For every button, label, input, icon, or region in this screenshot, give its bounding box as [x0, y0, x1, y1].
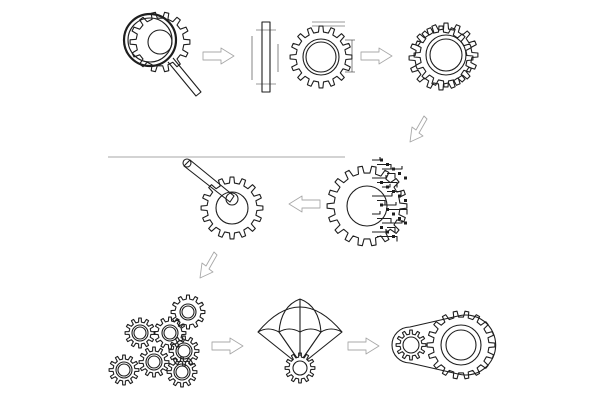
- arrow-left-icon: [288, 195, 321, 213]
- crank-gear-icon: [182, 158, 264, 240]
- arrow-right-icon: [360, 47, 393, 65]
- gear-circuit-icon: [326, 157, 408, 247]
- chain-drive-gear-icon: [391, 310, 497, 380]
- arrow-right-icon: [202, 47, 235, 65]
- arrow-down-left-icon: [409, 115, 428, 143]
- arrow-down-left-icon: [199, 251, 218, 279]
- gear-train-icon: [108, 294, 206, 388]
- gear-3d-model-icon: [408, 22, 479, 91]
- arrow-right-icon: [211, 337, 244, 355]
- parachute-gear-icon: [257, 298, 343, 384]
- gear-drawing-icon: [251, 21, 355, 93]
- arrow-right-icon: [347, 337, 380, 355]
- magnifier-gear-icon: [122, 11, 202, 97]
